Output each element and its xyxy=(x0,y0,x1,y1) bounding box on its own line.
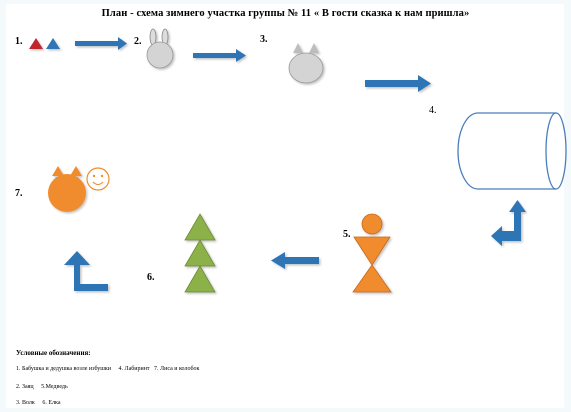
step-label-5: 5. xyxy=(343,229,351,240)
step-label-1: 1. xyxy=(15,36,23,47)
hare-icon xyxy=(146,28,174,69)
arrow-right-icon xyxy=(193,49,246,62)
smiley-icon xyxy=(86,167,110,191)
fox-icon xyxy=(48,166,86,212)
page-title: План - схема зимнего участка группы № 11… xyxy=(101,8,470,19)
step-label-6: 6. xyxy=(147,272,155,283)
legend-line-1: 1. Бабушка и дедушка возле избушки 4. Ла… xyxy=(16,366,200,372)
turn-arrow-icon xyxy=(64,251,108,291)
fir-tree-icon xyxy=(184,213,216,293)
step-label-4: 4. xyxy=(429,105,437,116)
arrow-right-icon xyxy=(75,37,127,50)
plan-sheet xyxy=(6,4,564,408)
arrow-left-icon xyxy=(271,252,319,269)
grandparents-hut-icon xyxy=(29,38,60,49)
legend-line-3: 3. Волк 6. Елка xyxy=(16,400,61,406)
blue-triangle-icon xyxy=(46,38,60,49)
wolf-icon xyxy=(288,43,324,84)
arrow-right-icon xyxy=(365,75,431,92)
legend-line-2: 2. Заяц 5.Медведь xyxy=(16,384,68,390)
step-label-2: 2. xyxy=(134,36,142,47)
turn-arrow-icon xyxy=(491,200,526,246)
step-label-7: 7. xyxy=(15,188,23,199)
step-label-3: 3. xyxy=(260,34,268,45)
legend-title: Условные обозначения: xyxy=(16,349,91,357)
red-triangle-icon xyxy=(29,38,43,49)
bear-icon xyxy=(352,213,392,293)
labyrinth-icon xyxy=(457,112,567,190)
